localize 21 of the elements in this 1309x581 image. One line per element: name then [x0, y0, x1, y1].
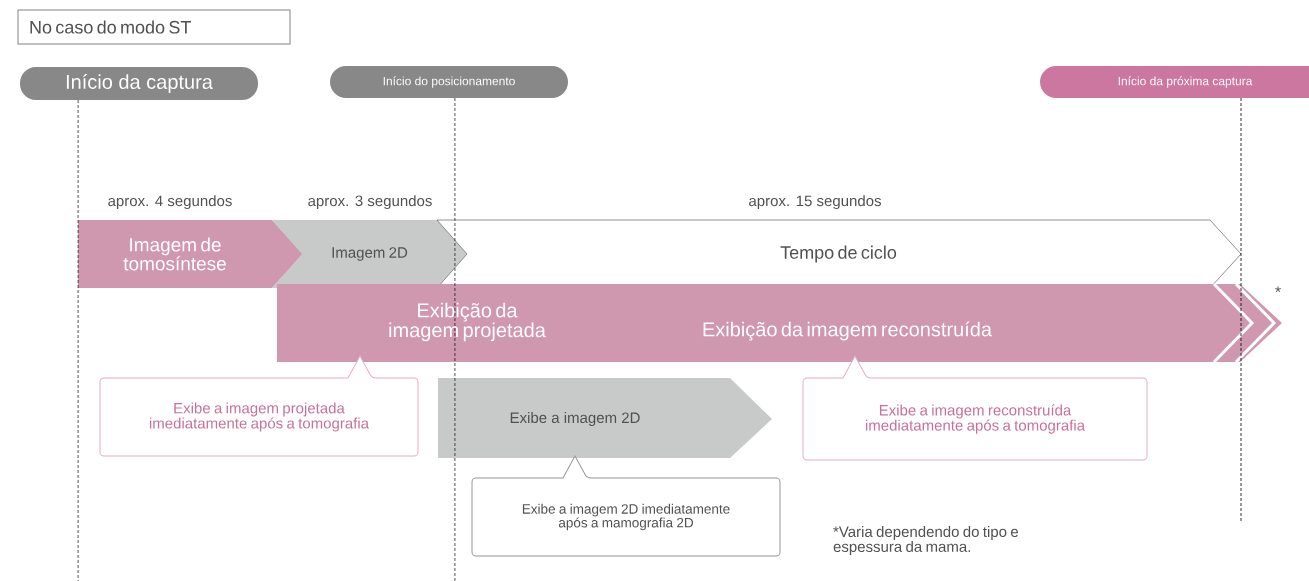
start-pill: Início da captura [20, 67, 258, 100]
callout-box: Exibe a imagem projetada imediatamente após a tomografia [99, 355, 419, 457]
duration-label: aprox. 3 segundos [308, 195, 432, 210]
phase-box: Tempo de ciclo [436, 219, 1242, 289]
node-label: Exibição da imagem reconstruída [703, 321, 993, 341]
phase-box: Exibe a imagem 2D [438, 378, 772, 458]
callout-box: Exibe a imagem 2D imediatamente após a mamografia 2D [471, 455, 781, 557]
start-pill: Início do posicionamento [330, 66, 568, 98]
guide-line [454, 97, 456, 581]
node-label: Exibição da imagem projetada [389, 302, 546, 342]
phase-box: Imagem de tomosíntese [78, 220, 303, 288]
guide-line [1240, 97, 1242, 523]
footnote: *Varia dependendo do tipo e espessura da mama. [833, 526, 1018, 555]
duration-label: aprox. 4 segundos [108, 195, 232, 210]
start-pill: Início da próxima captura [1040, 66, 1309, 98]
footnote-mark: * [1275, 286, 1281, 293]
heading-box: No caso do modo ST [17, 9, 291, 45]
guide-line [77, 99, 79, 581]
duration-label: aprox. 15 segundos [749, 195, 881, 210]
phase-box: Imagem 2D [272, 220, 468, 288]
callout-box: Exibe a imagem reconstruída imediatamente após a tomografia [802, 355, 1148, 461]
